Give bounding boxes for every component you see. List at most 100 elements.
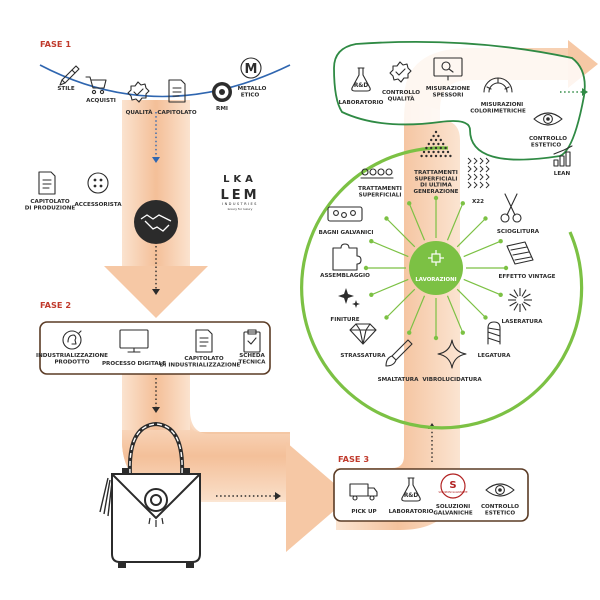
rope-icon [487,321,501,345]
lavorazioni-ray [386,288,416,318]
lav-item-bagni-galvanici: BAGNI GALVANICI [319,230,374,236]
pyramid-dot [444,154,447,158]
puzzle-icon [332,243,362,271]
lavorazioni-ray [463,240,501,258]
surface-treatment-icon [360,168,394,179]
lavorazioni-ray [371,278,409,296]
lav-item-laseratura: LASERATURA [502,319,544,325]
burst-ray [509,293,517,299]
phase1-item-rmi: RMI [216,106,228,112]
pyramid-dot [430,138,433,142]
pyramid-dot [432,150,435,154]
lav-item-x22: X22 [472,199,484,205]
quality-leaf-arrow-tip [582,88,588,96]
scissors-icon [500,193,522,223]
top-item-laboratorio: LABORATORIO [339,100,384,106]
tug-line2: SUPERFICIALI [415,176,458,182]
pyramid-dot [442,142,445,146]
quality-control-icon [389,61,412,83]
galvanic-seal-icon: S SOLUZIONI GALVANICHE [439,473,468,499]
top-item-lean: LEAN [554,171,571,177]
black-arrow-tip-3 [275,492,281,500]
scheda-line1: SCHEDA [239,353,265,359]
colorimeter-icon [483,77,513,93]
x22-mark [473,165,478,173]
production-spec-icon [38,171,56,195]
cap-prod-line1: CAPITOLATO [30,199,69,205]
x22-mark [473,181,478,189]
cap-prod-line2: DI PRODUZIONE [25,206,76,212]
lean-chart-icon [553,145,573,167]
cq-line1: CONTROLLO [382,90,420,96]
ind-prod-line1: INDUSTRIALIZZAZIONE [36,353,108,359]
pyramid-dot [439,138,442,142]
burst-ray [513,289,519,297]
lavorazioni-ray [386,218,416,248]
pyramid-dot [420,154,423,158]
lavorazioni-ray [463,278,501,296]
x22-pattern-icon [467,157,490,189]
pyramid-dot [427,142,430,146]
button-icon [87,172,109,194]
seal-text: SOLUZIONI GALVANICHE [439,491,468,494]
stile-icon [59,65,80,86]
eye-icon [485,483,515,497]
lem-logo: LKA LEM INDUSTRIES luxury for luxury [220,174,256,211]
rmi-badge-icon [212,82,232,102]
phase3-title: FASE 3 [338,454,369,464]
polish-star-icon [437,339,467,369]
lavorazioni-ray-dot [369,239,374,244]
gear-icon [428,250,444,266]
phase3-item-pick-up: PICK UP [351,509,376,515]
flask-icon: R&D [401,477,421,502]
burst-ray [523,301,531,307]
phase1-item-capitolato: CAPITOLATO [157,110,196,116]
tug-line1: TRATTAMENTI [414,170,458,176]
thickness-monitor-icon [433,57,463,81]
lav-item-legatura: LEGATURA [478,353,512,359]
x22-mark [467,181,472,189]
phase3-item-laboratorio: LABORATORIO [389,509,434,515]
pre-item-accessorista: ACCESSORISTA [74,202,122,208]
pyramid-dot [434,154,438,158]
phase2-title: FASE 2 [40,300,71,310]
monitor-icon [119,329,149,353]
lavorazioni-ray [446,295,464,333]
lavorazioni-ray-dot [483,216,488,221]
phase1-arc [39,64,291,98]
phase2-item-processo-digitale: PROCESSO DIGITALE [102,361,166,367]
tech-sheet-icon [243,329,261,353]
x22-mark [479,157,484,165]
lav-item-effetto-vintage: EFFETTO VINTAGE [499,274,556,280]
ts-line2: SUPERFICIALI [359,192,402,198]
lav-item-assemblaggio: ASSEMBLAGGIO [320,273,370,279]
lav-item-vibrolucidatura: VIBROLUCIDATURA [422,377,482,383]
pyramid-dot [434,146,438,150]
paintbrush-icon [385,339,413,367]
ind-prod-line2: PRODOTTO [54,359,89,365]
lavorazioni-hub [409,241,463,295]
sparkles-icon [338,288,360,308]
metal-m-icon: M [240,57,262,79]
mc-line1: MISURAZIONI [481,102,524,108]
pyramid-dot [446,150,450,154]
lav-item-strassatura: STRASSATURA [340,353,386,359]
lav-item-finiture: FINITURE [330,317,359,323]
burst-ray [509,301,517,307]
phase1-item-acquisti: ACQUISTI [86,98,116,104]
laser-burst-icon [508,288,532,312]
x22-mark [485,157,490,165]
scheda-line2: TECNICA [239,359,267,365]
burst-ray [513,303,519,311]
pyramid-dot [439,146,442,150]
ms-line2: SPESSORI [433,92,464,98]
lavorazioni-ray-dot [384,315,389,320]
lavorazioni-ray [371,240,409,258]
